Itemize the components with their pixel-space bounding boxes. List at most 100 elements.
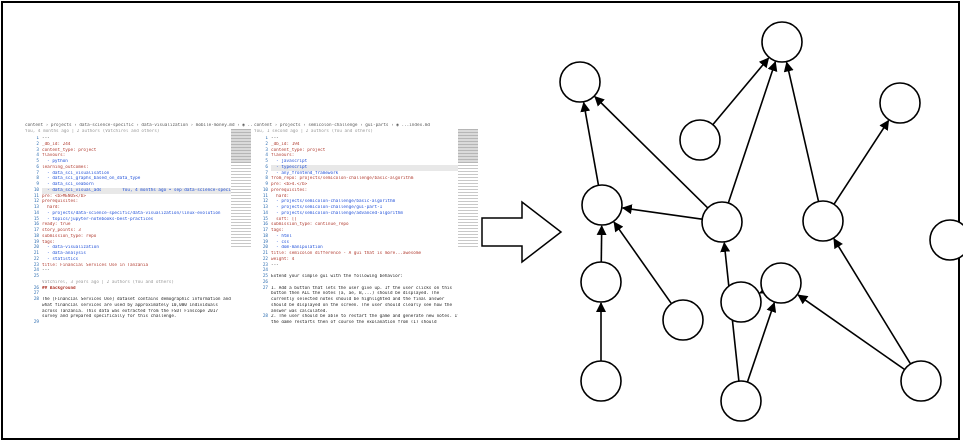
line-number: 24 — [262, 268, 268, 274]
graph-edge-n8-n2 — [727, 60, 778, 204]
code-line[interactable]: 25 — [25, 274, 231, 280]
code-line[interactable]: 24--- — [25, 268, 231, 274]
code-line[interactable]: across Tanzania. This data was extracted… — [25, 309, 231, 315]
code-line[interactable]: 2_db_id: 194 — [254, 142, 458, 148]
code-line[interactable]: button then ALL the notes (a, ae, B,...)… — [254, 291, 458, 297]
code-line[interactable]: 15 soft: [] — [254, 217, 458, 223]
code-line[interactable]: 10 - data_sci_visual_ads You, 4 months a… — [25, 187, 231, 194]
line-text: --- — [42, 136, 50, 141]
code-line[interactable]: 22 - statistics — [25, 257, 231, 263]
code-line[interactable]: the game restarts then of course the exp… — [254, 320, 458, 323]
code-line[interactable]: 2_db_id: 244 — [25, 142, 231, 148]
code-line[interactable]: 6 - typescript — [254, 164, 458, 171]
line-number: 22 — [262, 256, 268, 262]
line-number: 15 — [33, 216, 39, 222]
graph-node-n8 — [701, 201, 743, 243]
line-number: 23 — [262, 262, 268, 268]
code-line[interactable]: 20 - dom-manipulation — [254, 245, 458, 251]
right-code-editor: content › projects › semicolon-challenge… — [254, 123, 480, 323]
code-line[interactable]: 13 - projects/semicolon-challenge/gui-pa… — [254, 205, 458, 211]
code-line[interactable]: 14 - projects/data-science-specific/data… — [25, 211, 231, 217]
code-line[interactable]: 20 - data-visualization — [25, 245, 231, 251]
code-line[interactable]: 9 - data_sci_seaborn — [25, 182, 231, 188]
code-line[interactable]: survey and prepared specifically for thi… — [25, 314, 231, 320]
code-line[interactable]: 11 hard: — [254, 194, 458, 200]
line-number: 8 — [36, 176, 39, 182]
right-minimap[interactable] — [458, 129, 478, 249]
code-line[interactable]: 7 - any_frontend_framework — [254, 171, 458, 177]
code-line[interactable]: 24 — [254, 268, 458, 274]
line-number: 2 — [265, 141, 268, 147]
code-line[interactable]: 13 hard: — [25, 205, 231, 211]
line-text: hard: — [42, 205, 61, 210]
code-line[interactable]: currently selected notes should be highl… — [254, 297, 458, 303]
line-number: 4 — [36, 153, 39, 159]
line-text: - topics/jupyter-notebooks-best-practice… — [42, 216, 154, 222]
line-text: currently selected notes should be highl… — [271, 297, 445, 302]
code-line[interactable]: 27 — [25, 291, 231, 297]
line-text: the game restarts then of course the exp… — [271, 320, 437, 323]
left-minimap[interactable] — [231, 129, 251, 249]
code-line[interactable]: 14 - projects/semicolon-challenge/advanc… — [254, 211, 458, 217]
line-text: Vatchirel, 3 years ago | 2 authors (You … — [42, 279, 174, 285]
graph-node-n4 — [679, 119, 721, 161]
code-line[interactable]: should be displayed on the screen. The u… — [254, 303, 458, 309]
line-number: 21 — [33, 251, 39, 256]
left-minimap-thumb[interactable] — [231, 129, 251, 163]
code-line[interactable]: 8 - data_sci_graphs_based_on_data_type — [25, 176, 231, 182]
code-line[interactable]: 26 — [254, 280, 458, 286]
code-line[interactable]: 1--- — [25, 136, 231, 142]
code-line[interactable]: 26## Background — [25, 286, 231, 292]
right-minimap-thumb[interactable] — [458, 129, 478, 163]
line-text: pre: <b>4.</b> — [271, 182, 308, 187]
code-line[interactable]: answer was calculated. — [254, 309, 458, 315]
transform-arrow-icon — [481, 200, 563, 264]
graph-node-n11 — [662, 299, 704, 341]
code-line[interactable]: what financial services are used by appr… — [25, 303, 231, 309]
line-number: 13 — [33, 205, 39, 210]
line-text: flavours: — [42, 153, 66, 159]
line-number: 6 — [36, 164, 39, 170]
code-line[interactable]: 29 — [25, 320, 231, 323]
line-number: 6 — [265, 164, 268, 170]
code-line[interactable]: 19 - css — [254, 240, 458, 246]
graph-node-n3 — [879, 82, 921, 124]
code-line[interactable]: 21 - data-analysis — [25, 251, 231, 257]
code-line[interactable]: 7 - data_sci_visualisation — [25, 171, 231, 177]
code-line[interactable]: 5 - javascript — [254, 159, 458, 165]
code-line[interactable]: Vatchirel, 3 years ago | 2 authors (You … — [25, 280, 231, 286]
code-line[interactable]: 5 - python — [25, 159, 231, 165]
code-line[interactable]: 23--- — [254, 263, 458, 269]
line-text: pre: <b>MENOS</b> — [42, 193, 86, 199]
code-line[interactable]: 1--- — [254, 136, 458, 142]
code-line[interactable]: 12 - projects/semicolon-challenge/basic-… — [254, 199, 458, 205]
code-line[interactable]: 18 - html — [254, 234, 458, 240]
code-line[interactable]: 15 - topics/jupyter-notebooks-best-pract… — [25, 217, 231, 223]
line-text: 1. Add a button that lets the user give … — [271, 285, 453, 291]
line-text: prerequisites: — [271, 187, 308, 193]
